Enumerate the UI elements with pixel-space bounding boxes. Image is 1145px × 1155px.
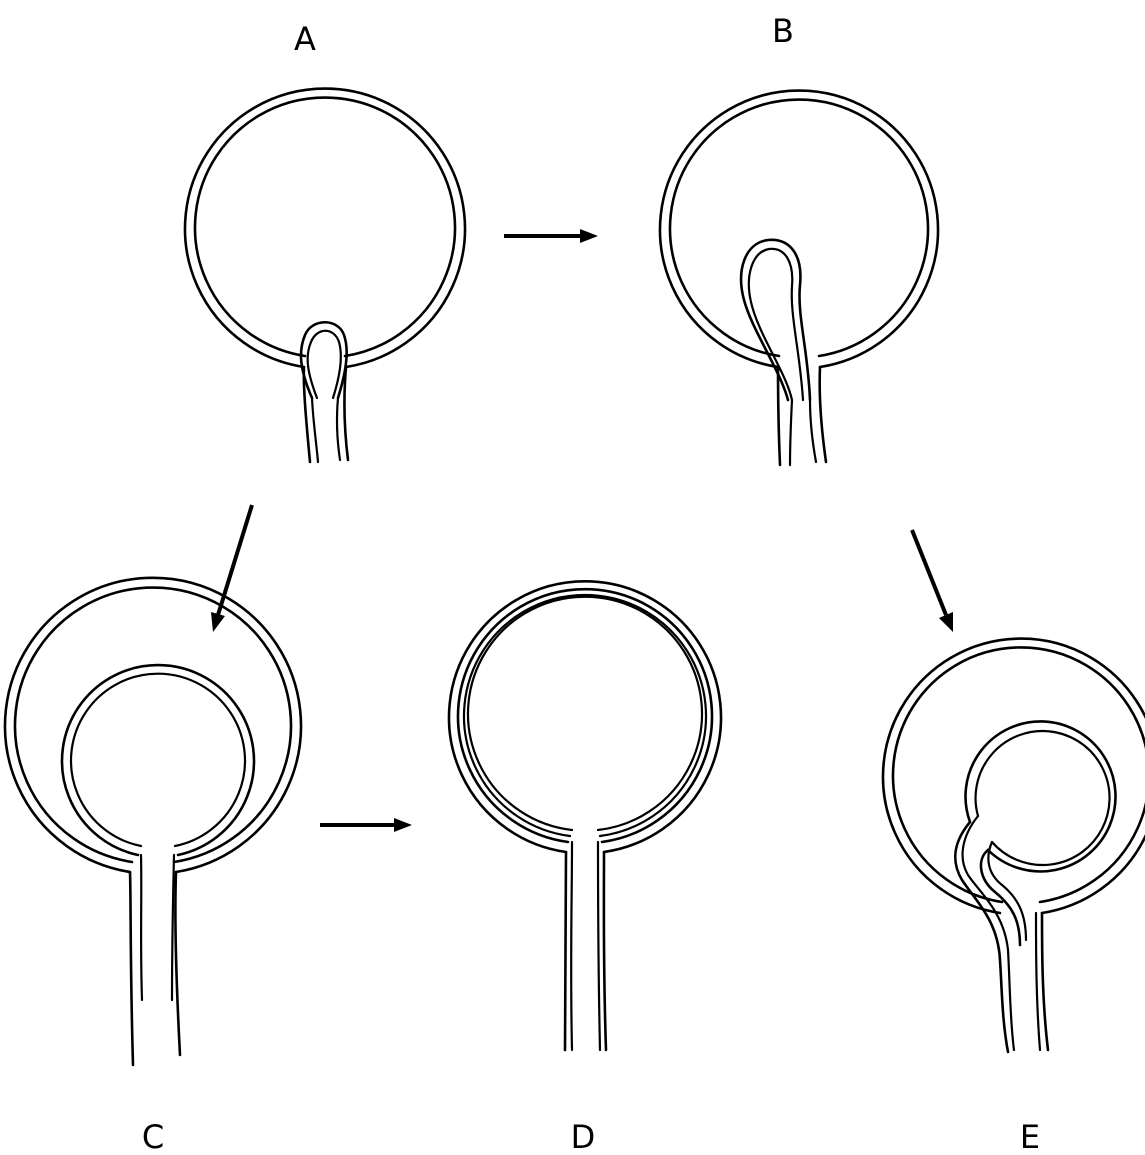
panel-c-vesicle [3, 576, 303, 1067]
panel-label-b: B [772, 12, 794, 50]
arrow-a-to-c [211, 504, 254, 632]
panel-e-vesicle [881, 637, 1145, 1054]
arrow-b-to-e [910, 529, 953, 632]
arrow-a-to-b [504, 229, 598, 243]
panel-b-vesicle [658, 89, 940, 467]
panel-label-a: A [294, 20, 316, 58]
arrow-c-to-d [320, 818, 412, 832]
panel-label-e: E [1020, 1118, 1040, 1155]
panel-a-vesicle [183, 87, 467, 464]
panel-label-c: C [142, 1118, 164, 1155]
panel-d-vesicle [447, 580, 723, 1052]
panel-label-d: D [571, 1118, 596, 1155]
